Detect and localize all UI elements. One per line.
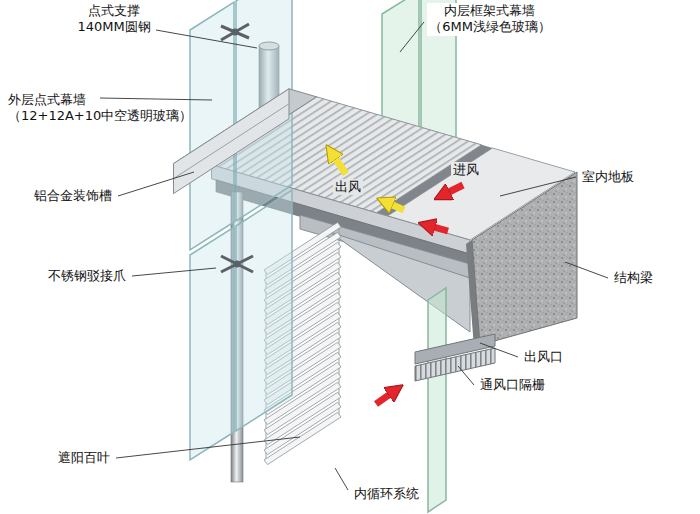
glass-pane [190, 2, 234, 250]
leader-line [116, 437, 300, 458]
spider-hub [234, 261, 241, 268]
leader-lines [100, 22, 608, 490]
part-label: 内循环系统 [352, 486, 421, 502]
glass-pane [190, 227, 234, 460]
leader-line [480, 343, 518, 357]
leader-line [156, 30, 257, 48]
part-label: 铝合金装饰槽 [32, 188, 114, 204]
glass-pane [428, 288, 446, 512]
louver-slat [264, 402, 341, 454]
part-label: 出风 [333, 179, 363, 195]
leader-line [335, 468, 348, 490]
part-label: 不锈钢驳接爪 [46, 268, 128, 284]
part-label: 出风口 [522, 349, 565, 365]
spider-hub [232, 29, 239, 36]
steel-gusset [330, 232, 470, 332]
air-out-arrow [388, 203, 404, 210]
outer-glass [190, 0, 292, 460]
part-label: 点式支撑 140MM圆钢 [75, 3, 152, 36]
vent-grille [415, 348, 495, 381]
louver-slat [264, 412, 341, 464]
air-in-arrow [430, 226, 448, 231]
part-label: 进风 [451, 162, 481, 178]
part-label: 室内地板 [580, 169, 636, 185]
leader-line [458, 366, 474, 385]
part-label: 结构梁 [612, 270, 655, 286]
air-in-arrow [445, 185, 463, 194]
leader-line [565, 262, 608, 278]
leader-line [132, 268, 216, 276]
part-label: 遮阳百叶 [56, 450, 112, 466]
spider-fitting [221, 256, 253, 272]
structural-beam [472, 172, 577, 345]
leader-line [500, 177, 576, 196]
leader-line [400, 22, 424, 52]
spider-fitting [221, 24, 249, 40]
part-label: 内层框架式幕墙 （6MM浅绿色玻璃） [427, 3, 553, 36]
leader-line [118, 172, 194, 196]
glass-pane [236, 190, 292, 431]
leader-line [100, 98, 212, 100]
air-in-arrow [376, 392, 393, 404]
deco-channel [174, 89, 290, 194]
part-label: 外层点式幕墙 （12+12A+10中空透明玻璃） [6, 92, 194, 125]
air-out-arrow [333, 155, 346, 174]
part-label: 通风口隔栅 [478, 377, 547, 393]
